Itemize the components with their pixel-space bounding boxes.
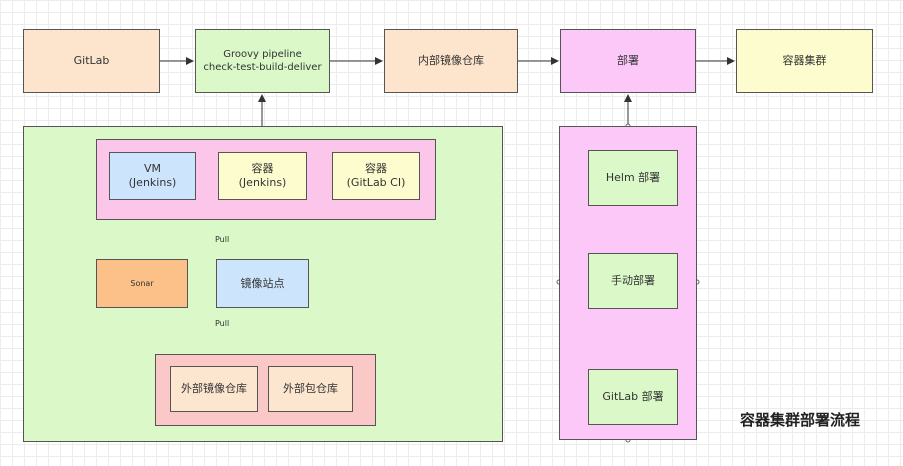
manual-deploy-label: 手动部署 xyxy=(611,274,655,287)
external-image-repo-label: 外部镜像仓库 xyxy=(181,382,247,395)
cluster-node: 容器集群 xyxy=(736,29,873,93)
mirror-site-label: 镜像站点 xyxy=(240,276,285,290)
vm-jenkins-label: VM (Jenkins) xyxy=(128,162,177,189)
pipeline-node: Groovy pipeline check-test-build-deliver xyxy=(195,29,330,93)
helm-deploy-label: Helm 部署 xyxy=(605,171,661,184)
manual-deploy-node: 手动部署 xyxy=(588,253,678,309)
gitlab-label: GitLab xyxy=(73,54,110,67)
gitlab-deploy-node: GitLab 部署 xyxy=(588,369,678,425)
sonar-node: Sonar xyxy=(96,259,188,308)
cluster-label: 容器集群 xyxy=(782,54,827,67)
external-image-repo-node: 外部镜像仓库 xyxy=(170,366,258,412)
gitlab-deploy-label: GitLab 部署 xyxy=(602,390,664,403)
internal-registry-node: 内部镜像仓库 xyxy=(384,29,518,93)
container-gitlab-ci-label: 容器 (GitLab CI) xyxy=(346,162,406,189)
vm-jenkins-node: VM (Jenkins) xyxy=(109,152,196,200)
sonar-label: Sonar xyxy=(130,278,154,288)
pull-label-bottom: Pull xyxy=(215,319,230,328)
mirror-site-node: 镜像站点 xyxy=(216,259,309,308)
deploy-node: 部署 xyxy=(560,29,696,93)
external-package-repo-label: 外部包仓库 xyxy=(283,382,338,395)
container-gitlab-ci-node: 容器 (GitLab CI) xyxy=(332,152,420,200)
pipeline-label: Groovy pipeline check-test-build-deliver xyxy=(203,49,322,73)
container-jenkins-node: 容器 (Jenkins) xyxy=(218,152,307,200)
diagram-title: 容器集群部署流程 xyxy=(740,411,861,429)
external-package-repo-node: 外部包仓库 xyxy=(268,366,353,412)
gitlab-node: GitLab xyxy=(23,29,160,93)
deploy-label: 部署 xyxy=(617,54,639,67)
pull-label-top: Pull xyxy=(215,235,230,244)
internal-registry-label: 内部镜像仓库 xyxy=(418,54,484,67)
container-jenkins-label: 容器 (Jenkins) xyxy=(238,162,287,189)
helm-deploy-node: Helm 部署 xyxy=(588,150,678,206)
